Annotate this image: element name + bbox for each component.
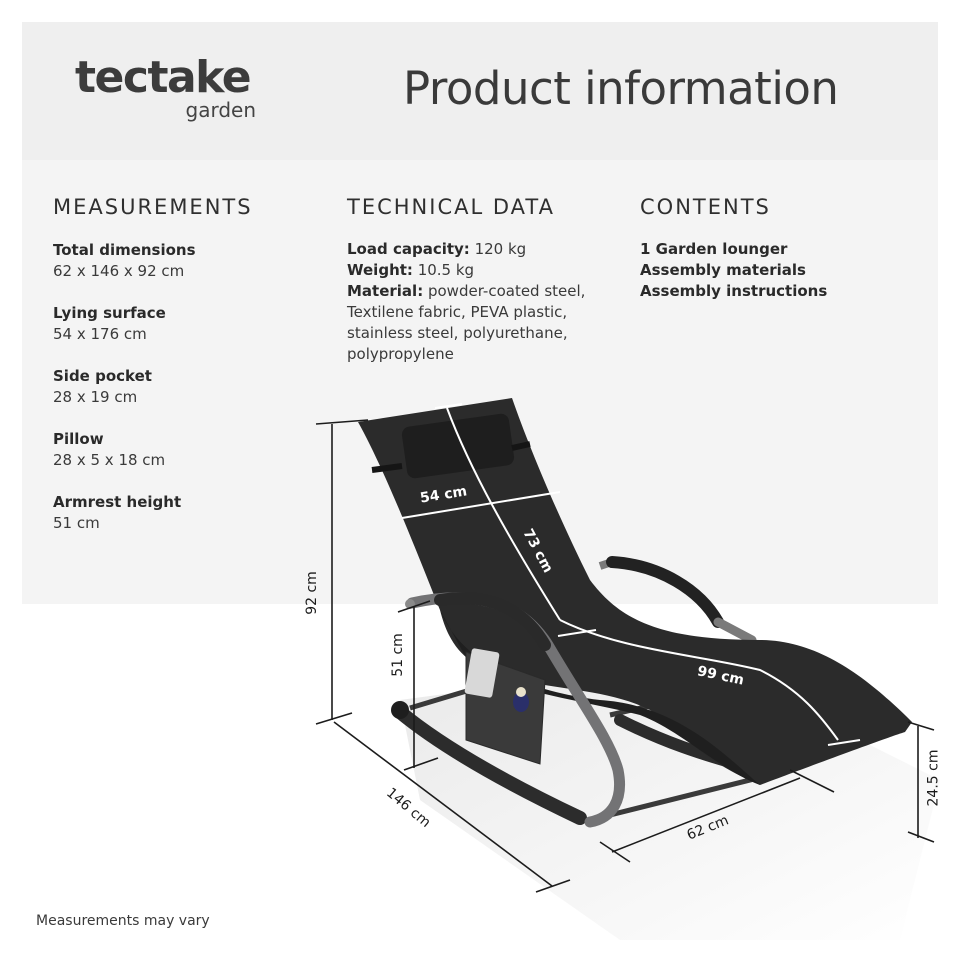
dim-line-54cm [401,491,561,519]
measurement-label: Total dimensions [53,241,196,259]
dim-label-armrest-height: 51 cm [389,633,406,677]
dim-line-146cm [333,721,553,887]
measurements-heading: MEASUREMENTS [53,195,253,219]
load-capacity-value: 120 kg [474,240,527,258]
contents-item: 1 Garden lounger [640,240,788,258]
left-armrest-foam [434,592,551,651]
measurement-item: Lying surface 54 x 176 cm [53,302,333,345]
contents-item: Assembly instructions [640,282,828,300]
dim-tick [535,879,571,893]
material-value: powder-coated steel, [427,282,586,300]
contents-heading: CONTENTS [640,195,771,219]
frame-crossbar [409,687,471,711]
logo-wordmark: tectake [75,52,252,103]
dim-tick [397,600,431,613]
technical-data-section: TECHNICAL DATA Load capacity: 120 kg Wei… [347,195,627,365]
dim-tick [827,739,861,746]
footnote-measurements-vary: Measurements may vary [36,913,210,929]
load-capacity-line: Load capacity: 120 kg [347,239,627,260]
bottle-cap [516,687,526,697]
weight-label: Weight: [347,261,413,279]
right-armrest-tube [713,617,757,645]
dim-tick [557,629,597,637]
dim-tick [907,721,935,731]
material-line-continued: stainless steel, polyurethane, [347,324,568,342]
measurement-value: 54 x 176 cm [53,325,147,343]
measurement-item: Side pocket 28 x 19 cm [53,365,333,408]
measurement-label: Pillow [53,430,104,448]
dim-tick [403,757,439,771]
dim-line-62cm [611,777,801,853]
dim-tick [599,841,631,863]
measurement-label: Armrest height [53,493,182,511]
dim-tick [315,419,369,425]
dim-tick [315,712,353,725]
dim-tick [907,831,935,843]
bottle-in-pocket [513,692,529,712]
weight-value: 10.5 kg [417,261,475,279]
dim-line-99cm [559,619,839,741]
pillow-strap [371,463,403,473]
material-label: Material: [347,282,424,300]
dim-label-total-height: 92 cm [303,571,320,615]
material-line-continued: polypropylene [347,345,454,363]
dim-label-foot-height: 24.5 cm [925,749,942,807]
contents-section: CONTENTS 1 Garden lounger Assembly mater… [640,195,930,302]
dim-tick [434,403,463,409]
brand-logo: tectake garden [75,52,260,122]
measurement-label: Lying surface [53,304,166,322]
load-capacity-label: Load capacity: [347,240,470,258]
measurement-label: Side pocket [53,367,152,385]
logo-subline: garden [185,98,257,122]
tablet-in-pocket [464,648,500,698]
measurement-item: Pillow 28 x 5 x 18 cm [53,428,333,471]
technical-data-heading: TECHNICAL DATA [347,195,555,219]
measurement-item: Armrest height 51 cm [53,491,333,534]
left-rocker-rail [393,705,587,825]
material-line-continued: Textilene fabric, PEVA plastic, [347,303,568,321]
header-band [22,22,938,160]
fabric-shading [440,610,760,785]
material-line: Material: powder-coated steel, [347,281,627,302]
measurement-item: Total dimensions 62 x 146 x 92 cm [53,239,333,282]
right-armrest-foam [606,556,724,628]
dim-line-73cm [446,407,561,621]
rocker-end-cap [391,701,409,719]
dim-tick [789,769,835,793]
lounger-fabric [358,398,912,785]
measurement-value: 28 x 5 x 18 cm [53,451,166,469]
pillow [401,413,515,479]
measurement-value: 62 x 146 x 92 cm [53,262,185,280]
measurements-section: MEASUREMENTS Total dimensions 62 x 146 x… [53,195,333,554]
weight-line: Weight: 10.5 kg [347,260,627,281]
page-title: Product information [403,62,839,115]
pillow-strap [511,441,531,451]
measurement-value: 51 cm [53,514,100,532]
contents-item: Assembly materials [640,261,806,279]
measurement-value: 28 x 19 cm [53,388,138,406]
